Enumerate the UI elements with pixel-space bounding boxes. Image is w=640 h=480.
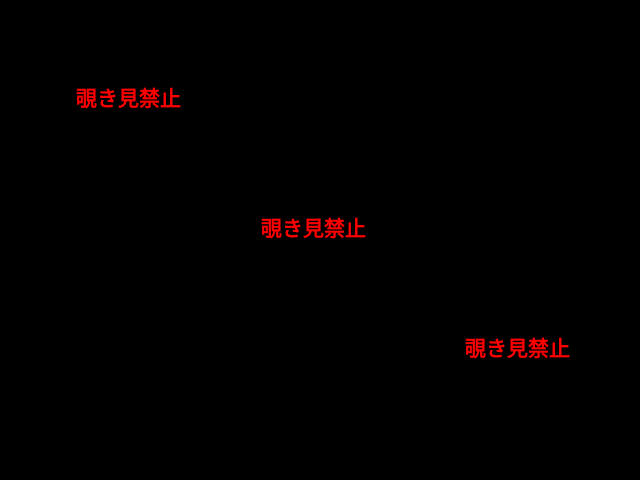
no-peeking-warning: 覗き見禁止 — [261, 217, 366, 241]
no-peeking-warning: 覗き見禁止 — [76, 87, 181, 111]
no-peeking-warning: 覗き見禁止 — [465, 337, 570, 361]
